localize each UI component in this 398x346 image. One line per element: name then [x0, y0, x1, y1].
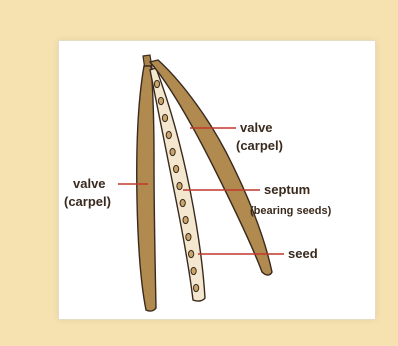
label-valve-right-sub: (carpel): [236, 138, 283, 153]
seed: [180, 199, 185, 206]
left-valve: [137, 66, 156, 311]
seed: [174, 165, 179, 172]
label-valve-left-sub: (carpel): [64, 194, 111, 209]
seed: [166, 131, 171, 138]
right-valve: [150, 60, 272, 275]
label-valve-left: valve: [73, 176, 106, 191]
label-seed: seed: [288, 246, 318, 261]
seed: [194, 284, 199, 291]
seed: [191, 267, 196, 274]
seed: [183, 216, 188, 223]
seed: [186, 233, 191, 240]
label-septum: septum: [264, 182, 310, 197]
seed: [170, 148, 175, 155]
seed: [177, 182, 182, 189]
seed: [154, 80, 159, 87]
label-valve-right: valve: [240, 120, 273, 135]
label-septum-sub: (bearing seeds): [250, 205, 332, 217]
seed: [189, 250, 194, 257]
seed: [158, 97, 163, 104]
seed: [162, 114, 167, 121]
